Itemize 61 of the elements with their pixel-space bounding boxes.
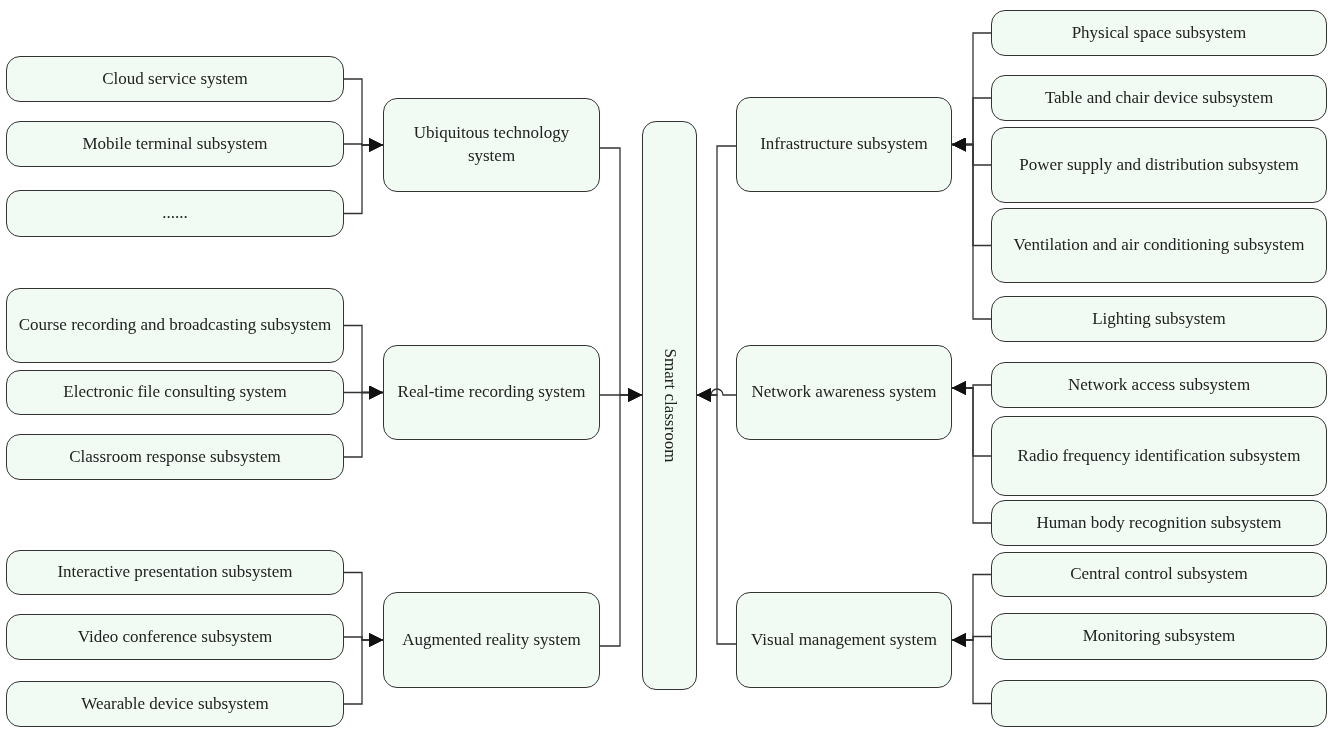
- box-label: Video conference subsystem: [77, 625, 273, 648]
- box-label: Classroom response subsystem: [69, 445, 281, 468]
- box-label: Physical space subsystem: [1071, 21, 1247, 44]
- box-label: Network awareness system: [751, 381, 937, 404]
- process-box: [6, 288, 344, 363]
- empty-box: [991, 680, 1327, 727]
- box-label: Infrastructure subsystem: [760, 133, 928, 156]
- box-label: Augmented reality system: [402, 628, 581, 651]
- connector-arrow: [696, 388, 737, 645]
- process-box: [6, 370, 344, 415]
- process-box: [736, 592, 952, 688]
- connector-arrow: [951, 633, 992, 705]
- box-label: Cloud service system: [102, 67, 248, 90]
- process-box: [642, 121, 697, 690]
- box-label: Wearable device subsystem: [81, 692, 269, 715]
- box-label: Real-time recording system: [397, 381, 586, 404]
- box-label: Radio frequency identification subsystem: [1017, 444, 1301, 467]
- process-box: [991, 10, 1327, 56]
- process-box: [383, 592, 600, 688]
- box-label: Visual management system: [751, 628, 937, 651]
- connector-arrow: [343, 138, 384, 215]
- process-box: [991, 500, 1327, 546]
- process-box: [6, 681, 344, 727]
- process-box: [991, 613, 1327, 660]
- box-label: Ubiquitous technology system: [412, 122, 571, 167]
- process-box: [383, 98, 600, 192]
- process-box: [991, 362, 1327, 408]
- connector-arrow: [343, 633, 384, 705]
- process-box: [991, 127, 1327, 203]
- box-label: Interactive presentation subsystem: [57, 561, 293, 584]
- box-label: Electronic file consulting system: [63, 381, 287, 404]
- process-box: [736, 345, 952, 440]
- box-label: Network access subsystem: [1067, 373, 1251, 396]
- box-label: Human body recognition subsystem: [1036, 511, 1282, 534]
- connector-arrow: [343, 385, 384, 458]
- box-label: Table and chair device subsystem: [1044, 86, 1274, 109]
- process-box: [991, 296, 1327, 342]
- box-label: Course recording and broadcasting subsystem: [18, 314, 332, 337]
- process-box: [383, 345, 600, 440]
- box-label: Lighting subsystem: [1092, 307, 1226, 330]
- box-label: Mobile terminal subsystem: [82, 132, 268, 155]
- process-box: [991, 75, 1327, 121]
- process-box: [6, 550, 344, 595]
- process-box: [991, 208, 1327, 283]
- connector-arrow: [599, 388, 643, 647]
- process-box: [991, 416, 1327, 496]
- box-label: Ventilation and air conditioning subsystem: [1013, 234, 1305, 257]
- box-label: ......: [162, 202, 188, 225]
- process-box: [6, 434, 344, 480]
- box-label: Smart classroom: [660, 348, 681, 463]
- box-label: Monitoring subsystem: [1082, 625, 1236, 648]
- process-box: [736, 97, 952, 192]
- box-label: Central control subsystem: [1070, 563, 1248, 586]
- process-box: [6, 190, 344, 237]
- connector-arrow: [951, 381, 992, 524]
- process-box: [6, 614, 344, 660]
- connector-arrow: [951, 137, 992, 320]
- box-label: Power supply and distribution subsystem: [1019, 153, 1299, 176]
- process-box: [991, 552, 1327, 597]
- process-box: [6, 56, 344, 102]
- process-box: [6, 121, 344, 167]
